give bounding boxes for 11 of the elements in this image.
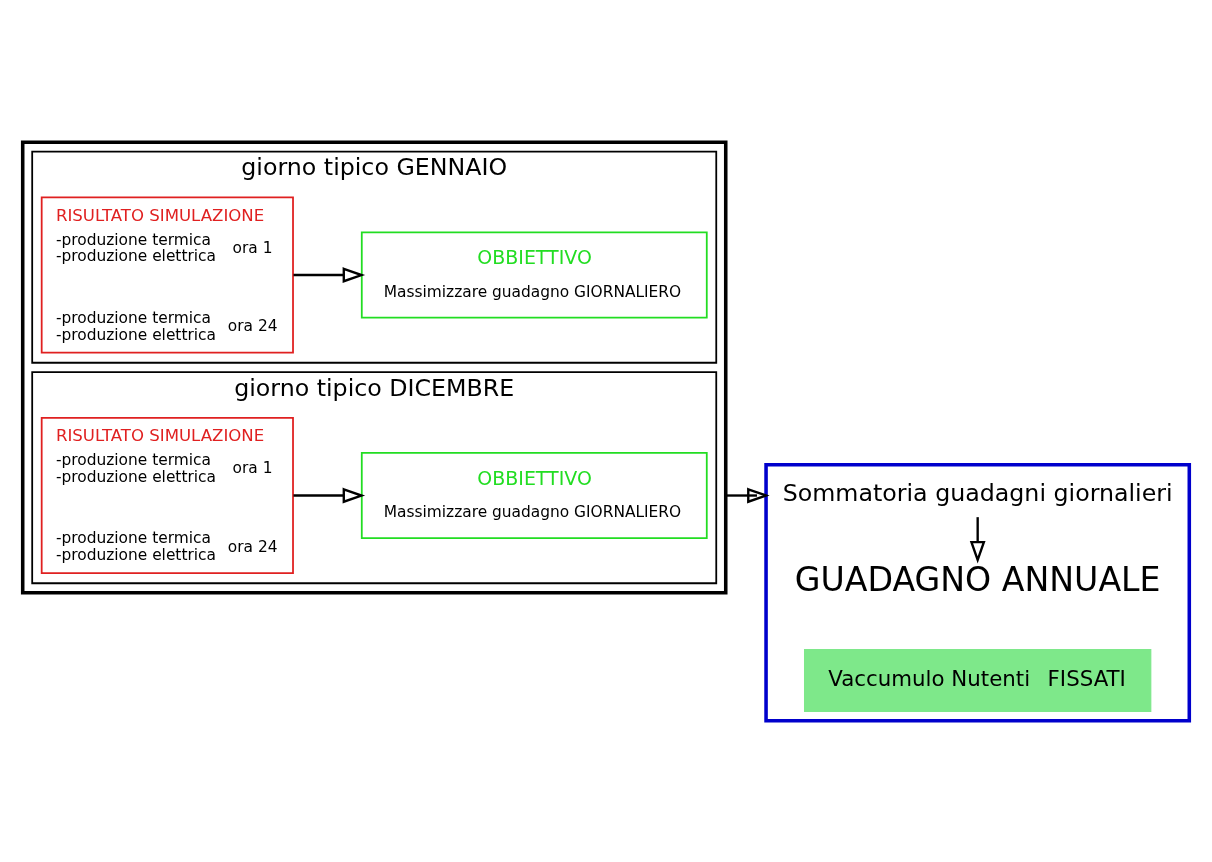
node-box: OBBIETTIVO Massimizzare guadagno GIORNALIERO: [360, 451, 708, 539]
arrow: [293, 266, 366, 283]
node-box: Vaccumulo Nutenti FISSATI: [804, 648, 1152, 712]
cluster: [764, 462, 1192, 723]
node-box: OBBIETTIVO Massimizzare guadagno GIORNALIERO: [360, 230, 708, 319]
node-text: GUADAGNO ANNUALE: [794, 559, 1161, 599]
arrow: [725, 487, 770, 503]
cluster: [20, 139, 728, 594]
node-text: Sommatoria guadagni giornalieri: [782, 478, 1173, 507]
arrow: [293, 487, 366, 503]
arrow: [969, 516, 986, 564]
